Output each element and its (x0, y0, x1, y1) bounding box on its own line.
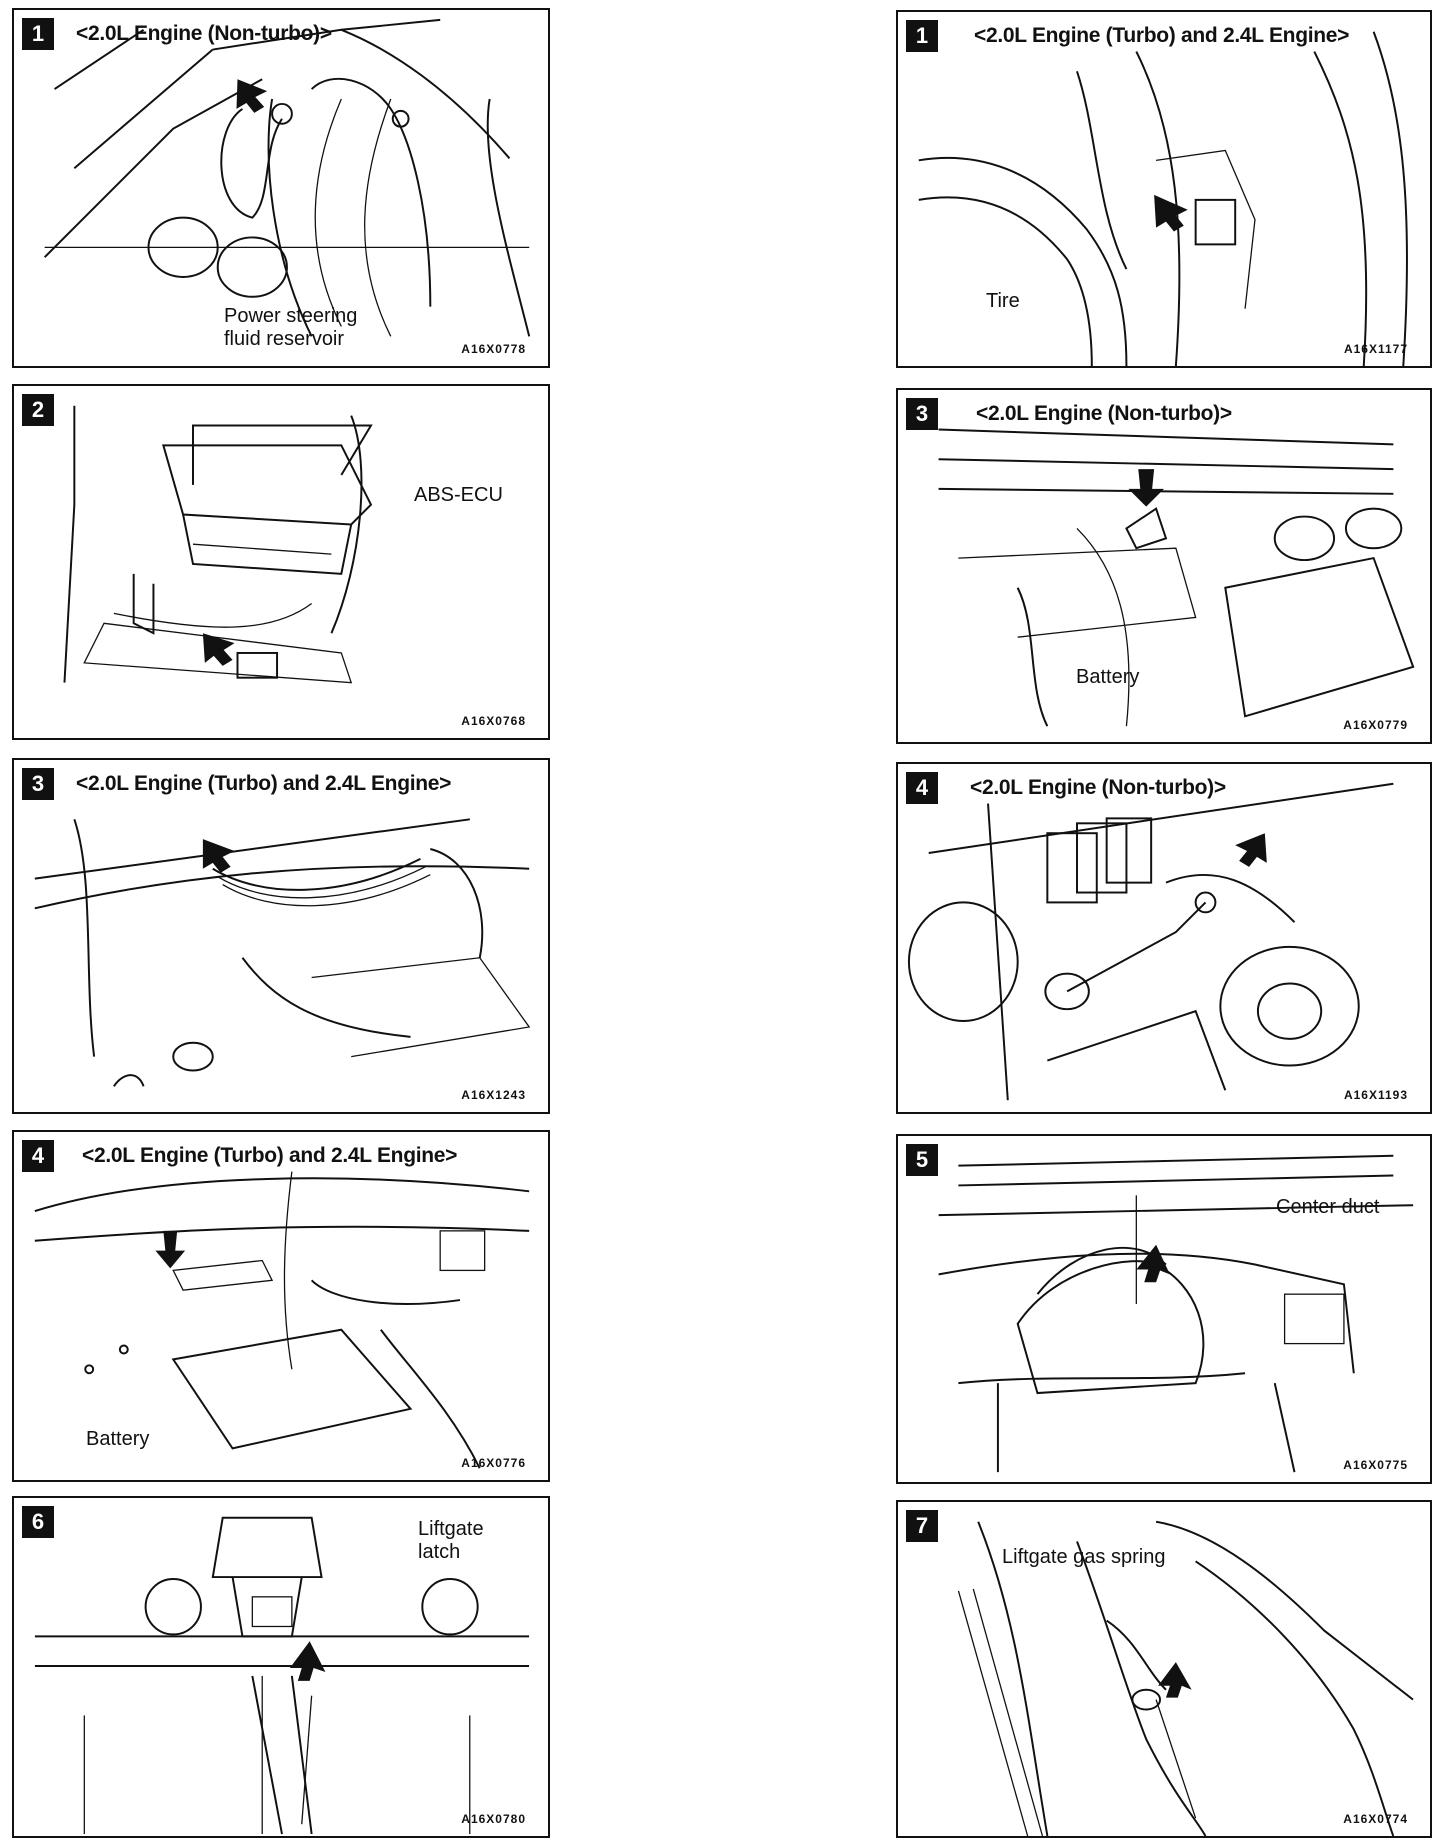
step-number: 6 (22, 1506, 54, 1538)
harness-illustration (34, 818, 531, 1087)
abs-ecu-illustration (63, 405, 373, 684)
figure-code: A16X0776 (461, 1456, 526, 1470)
label-tire: Tire (986, 290, 1020, 312)
label-abs-ecu: ABS-ECU (414, 484, 503, 506)
engine-illustration (43, 18, 531, 337)
figure-code: A16X0774 (1343, 1812, 1408, 1826)
arrow-icon (236, 79, 268, 113)
center-duct-illustration (938, 1154, 1414, 1473)
figure-code: A16X0780 (461, 1812, 526, 1826)
step-number: 4 (22, 1140, 54, 1172)
panel-title: <2.0L Engine (Turbo) and 2.4L Engine> (82, 1144, 458, 1167)
arrow-icon (155, 1230, 186, 1269)
arrow-icon (1154, 194, 1188, 232)
step-number: 1 (906, 20, 938, 52)
label-battery: Battery (86, 1428, 150, 1450)
step-number: 3 (906, 398, 938, 430)
step-number: 7 (906, 1510, 938, 1542)
panel-title: <2.0L Engine (Non-turbo)> (970, 776, 1226, 799)
figure-code: A16X0775 (1343, 1458, 1408, 1472)
arrow-icon (1158, 1662, 1192, 1698)
arrow-icon (289, 1641, 326, 1681)
figure-code: A16X1193 (1343, 1088, 1408, 1102)
liftgate-latch-illustration (34, 1516, 530, 1835)
panel-step-3-non-turbo: 3 <2.0L Engine (Non-turbo)> Battery A16X… (896, 388, 1432, 744)
panel-step-4-turbo: 4 <2.0L Engine (Turbo) and 2.4L Engine> … (12, 1130, 550, 1482)
figure-code: A16X0768 (461, 714, 526, 728)
figure-code: A16X0778 (461, 342, 526, 356)
label-fluid-reservoir: fluid reservoir (224, 328, 345, 350)
arrow-icon (1235, 833, 1267, 867)
battery-illustration (938, 428, 1415, 727)
panel-title: <2.0L Engine (Turbo) and 2.4L Engine> (974, 24, 1350, 47)
liftgate-gas-spring-illustration (957, 1520, 1414, 1836)
panel-step-2: 2 ABS-ECU A16X0768 (12, 384, 550, 740)
label-center-duct: Center duct (1276, 1196, 1380, 1218)
arrow-icon (202, 839, 235, 873)
figure-code: A16X0779 (1343, 718, 1408, 732)
arrow-icon (1128, 469, 1164, 507)
step-number: 4 (906, 772, 938, 804)
wheel-well-illustration (918, 31, 1408, 366)
step-number: 1 (22, 18, 54, 50)
panel-step-5: 5 Center duct A16X0775 (896, 1134, 1432, 1484)
label-liftgate-gas-spring: Liftgate gas spring (1002, 1546, 1166, 1568)
label-battery: Battery (1076, 666, 1140, 688)
arrow-icon (1136, 1244, 1170, 1283)
panel-title: <2.0L Engine (Non-turbo)> (976, 402, 1232, 425)
figure-code: A16X1177 (1343, 342, 1408, 356)
panel-step-6: 6 Liftgate latch A16X0780 (12, 1496, 550, 1838)
strut-tower-illustration (907, 782, 1394, 1101)
panel-title: <2.0L Engine (Turbo) and 2.4L Engine> (76, 772, 452, 795)
label-latch: latch (418, 1541, 461, 1563)
figure-code: A16X1243 (461, 1088, 526, 1102)
step-number: 3 (22, 768, 54, 800)
step-number: 5 (906, 1144, 938, 1176)
label-power-steering: Power steering (224, 305, 358, 327)
panel-step-3-turbo: 3 <2.0L Engine (Turbo) and 2.4L Engine> … (12, 758, 550, 1114)
step-number: 2 (22, 394, 54, 426)
panel-step-1-non-turbo: 1 <2.0L Engine (Non-turbo)> Power steeri… (12, 8, 550, 368)
panel-step-1-turbo: 1 <2.0L Engine (Turbo) and 2.4L Engine> … (896, 10, 1432, 368)
arrow-icon (202, 633, 235, 666)
label-liftgate: Liftgate (418, 1518, 484, 1540)
panel-step-4-non-turbo: 4 <2.0L Engine (Non-turbo)> A16X1193 (896, 762, 1432, 1114)
panel-title: <2.0L Engine (Non-turbo)> (76, 22, 332, 45)
battery-ground-illustration (34, 1171, 530, 1469)
panel-step-7: 7 Liftgate gas spring A16X0774 (896, 1500, 1432, 1838)
